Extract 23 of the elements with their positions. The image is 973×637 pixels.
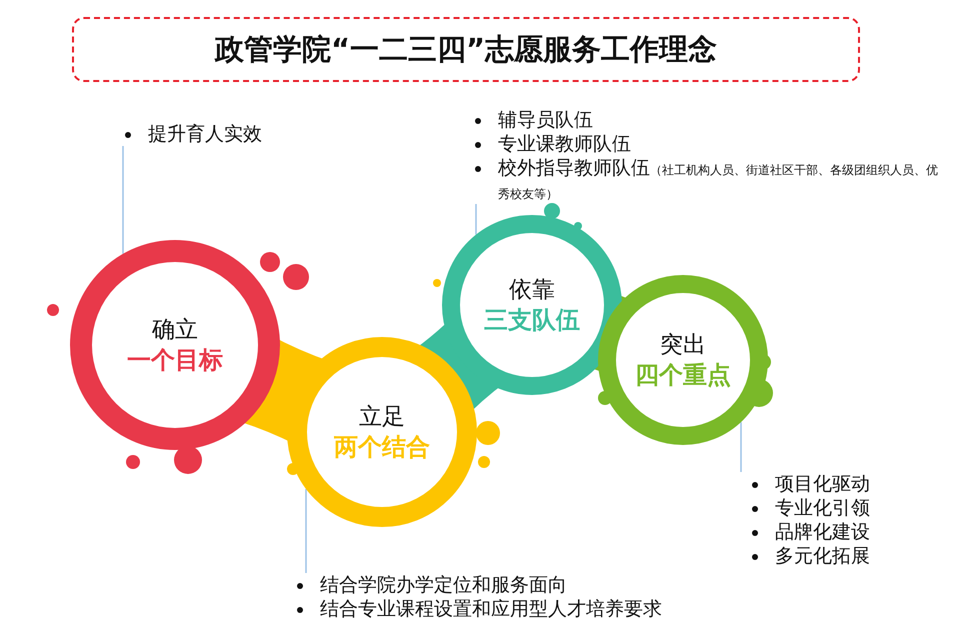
bullet-item: 提升育人实效 — [122, 122, 372, 146]
title-banner: 政管学院“一二三四”志愿服务工作理念 — [72, 17, 860, 82]
bullet-item: 结合学院办学定位和服务面向 — [294, 573, 894, 597]
circle-keyword: 四个重点 — [635, 360, 731, 390]
bullet-item: 专业课教师队伍 — [472, 132, 942, 156]
leader-line — [740, 422, 742, 472]
bullet-item: 校外指导教师队伍（社工机构人员、街道社区干部、各级团组织人员、优秀校友等） — [472, 156, 942, 204]
circle-keyword: 两个结合 — [334, 432, 430, 462]
bullet-item: 项目化驱动 — [749, 472, 949, 496]
bullet-item: 结合专业课程设置和应用型人才培养要求 — [294, 597, 894, 621]
leader-line — [122, 146, 124, 254]
leader-line — [475, 204, 477, 235]
bullet-item: 多元化拓展 — [749, 544, 949, 568]
leader-line — [305, 489, 307, 573]
circle-keyword: 一个目标 — [127, 345, 223, 375]
circle-keyword: 三支队伍 — [484, 305, 580, 335]
bullet-item: 辅导员队伍 — [472, 108, 942, 132]
circle-heading: 依靠 — [509, 276, 555, 305]
circle-heading: 立足 — [359, 403, 405, 432]
circle-heading: 突出 — [660, 331, 706, 360]
bullet-item: 专业化引领 — [749, 496, 949, 520]
circle-heading: 确立 — [152, 316, 198, 345]
bullet-item: 品牌化建设 — [749, 520, 949, 544]
